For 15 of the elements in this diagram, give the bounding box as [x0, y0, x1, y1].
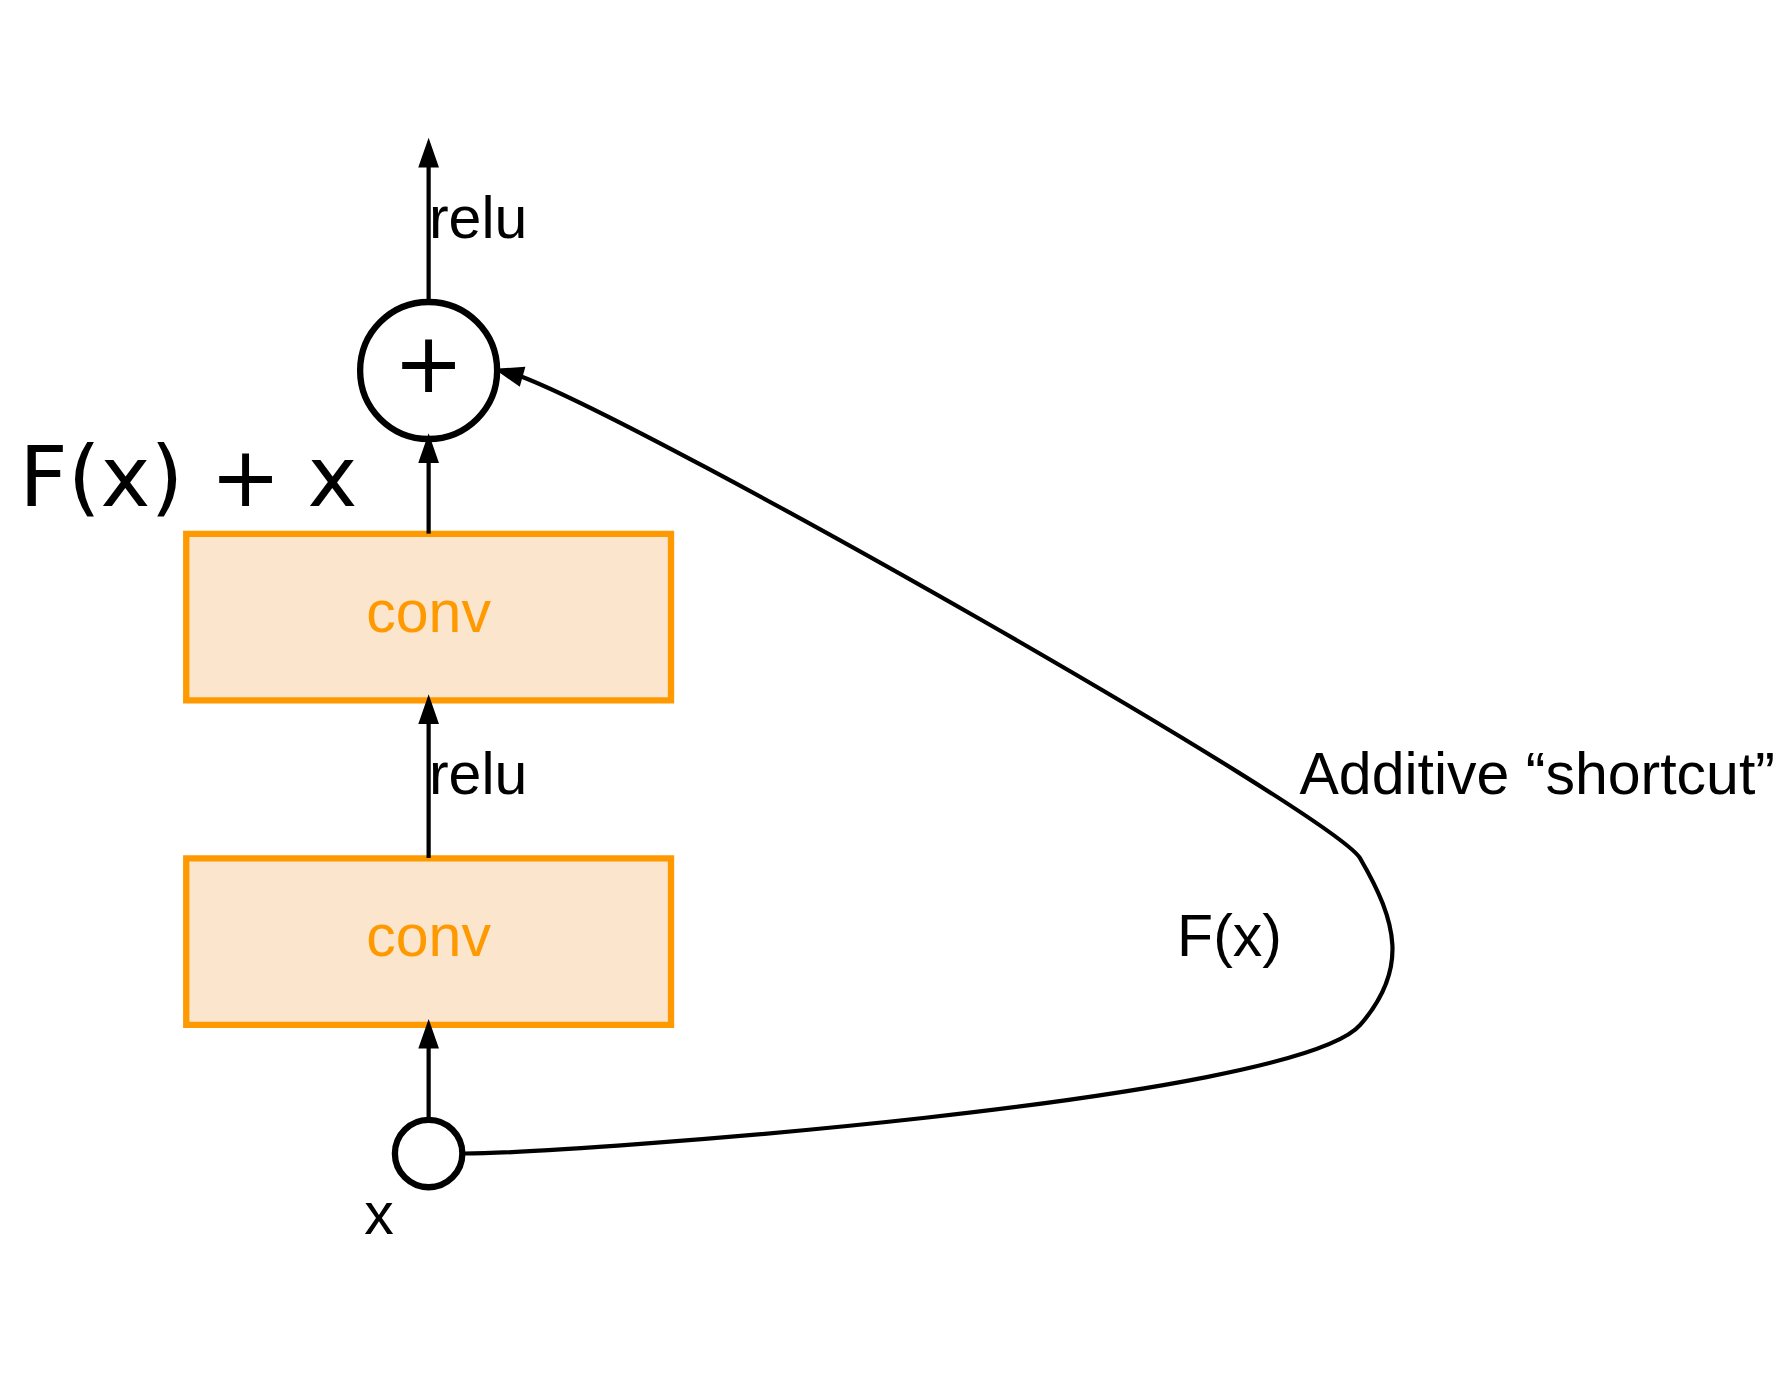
- edge-label: relu: [428, 740, 528, 807]
- arrow: [418, 137, 439, 302]
- edge-label: Additive “shortcut”: [1299, 740, 1775, 807]
- node-label: x: [364, 1181, 394, 1248]
- node-circle: [391, 1116, 466, 1191]
- arrow: [418, 1018, 439, 1119]
- node-box: conv: [183, 855, 675, 1029]
- label: F(x): [1177, 903, 1282, 970]
- arrow: [418, 694, 439, 858]
- arrow: [464, 366, 1395, 1156]
- node-circle: +: [356, 298, 501, 443]
- edge-label: relu: [428, 184, 528, 251]
- node-label: F(x) + x: [19, 428, 358, 527]
- arrow: [418, 433, 439, 534]
- node-box: conv: [183, 530, 675, 704]
